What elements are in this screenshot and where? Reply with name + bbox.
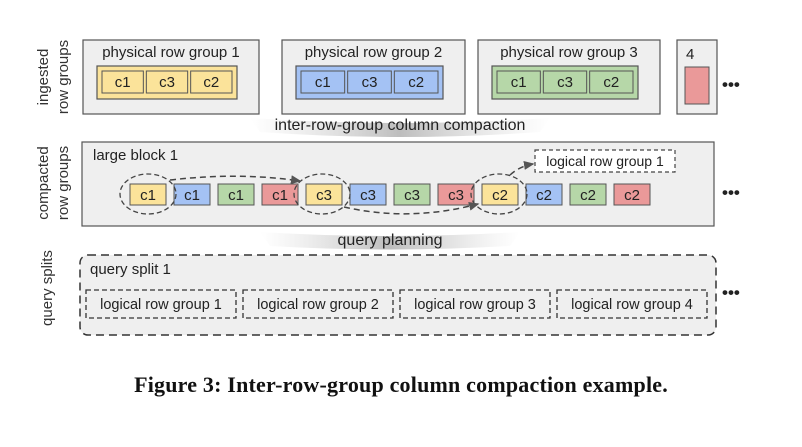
compacted-cell-label: c1 (228, 187, 244, 204)
row-label-ingested-1: ingested (35, 49, 52, 106)
compaction-label: inter-row-group column compaction (275, 117, 526, 134)
compacted-cell-c1-red (261, 183, 299, 206)
compacted-cell-label: c3 (316, 187, 332, 204)
column-chunk-c3 (145, 70, 189, 94)
logical-row-group-tag (534, 149, 676, 173)
ingested-ellipsis: ••• (722, 75, 740, 94)
split-logical-row-group-2 (242, 289, 394, 319)
compacted-cell-c2-red (613, 183, 651, 206)
column-chunk-label: c3 (159, 74, 175, 91)
compacted-cell-label: c2 (536, 187, 552, 204)
column-chunk-c3 (347, 70, 392, 94)
column-chunk-label: c1 (115, 74, 131, 91)
column-chunk-c3 (542, 70, 588, 94)
column-chunk-c2 (589, 70, 634, 94)
compacted-columns: c1 c1 c1 c1 c3 c3 c3 c3 c2 c2 c2 c2 (129, 183, 651, 206)
planning-label: query planning (338, 232, 443, 249)
column-chunk-c1 (300, 70, 346, 94)
flow-arrow-2 (343, 201, 480, 215)
physical-row-group-title: physical row group 2 (305, 44, 443, 61)
column-chunk-c2 (393, 70, 439, 94)
compacted-cell-c3-red (437, 183, 475, 206)
column-chunk-c2 (190, 70, 233, 94)
compacted-cell-c2-yellow (481, 183, 519, 206)
split-logical-row-group-label: logical row group 2 (257, 297, 379, 313)
column-chunk-label: c2 (603, 74, 619, 91)
flow-arrow-1 (169, 175, 302, 185)
highlight-ellipse-c1 (119, 173, 177, 215)
compaction-funnel (250, 118, 550, 137)
compacted-cell-c3-green (393, 183, 431, 206)
compacted-cell-c1-green (217, 183, 255, 206)
figure-caption: Figure 3: Inter-row-group column compact… (134, 372, 668, 397)
compacted-cell-label: c2 (624, 187, 640, 204)
planning-funnel (260, 232, 520, 250)
column-chunk-label: c2 (203, 74, 219, 91)
physical-row-group-title: physical row group 1 (102, 44, 240, 61)
compacted-cell-label: c2 (580, 187, 596, 204)
logical-row-group-tag-label: logical row group 1 (546, 153, 664, 169)
flow-arrow-3 (509, 160, 535, 176)
highlight-ellipse-c3 (293, 173, 351, 215)
split-logical-row-group-1 (85, 289, 237, 319)
compacted-cell-label: c3 (360, 187, 376, 204)
compacted-cell-label: c1 (184, 187, 200, 204)
split-logical-row-group-label: logical row group 1 (100, 297, 222, 313)
split-logical-row-group-4 (556, 289, 708, 319)
highlight-ellipse-c2 (470, 173, 528, 215)
compacted-cell-label: c2 (492, 187, 508, 204)
compacted-cell-c2-green (569, 183, 607, 206)
compacted-cell-c3-yellow (305, 183, 343, 206)
ingested-row-groups: physical row group 1 c1 c3 c2 physical row g… (82, 39, 661, 115)
column-chunk-label: c2 (408, 74, 424, 91)
compacted-cell-c2-blue (525, 183, 563, 206)
compacted-cell-label: c1 (140, 187, 156, 204)
column-chunk-c1 (101, 70, 144, 94)
compacted-cell-c1-yellow (129, 183, 167, 206)
row-label-splits: query splits (39, 250, 56, 326)
compacted-cell-label: c3 (448, 187, 464, 204)
compacted-cell-c1-blue (173, 183, 211, 206)
large-block-title: large block 1 (93, 147, 178, 164)
compacted-cell-label: c3 (404, 187, 420, 204)
compacted-cell-label: c1 (272, 187, 288, 204)
row-group-4-chunk (684, 66, 710, 105)
column-chunk-c1 (496, 70, 541, 94)
column-chunk-label: c3 (557, 74, 573, 91)
physical-row-group-title: physical row group 3 (500, 44, 638, 61)
compacted-ellipsis: ••• (722, 183, 740, 202)
split-logical-row-group-3 (399, 289, 551, 319)
row-label-compacted-2: row groups (55, 146, 72, 220)
split-logical-row-group-label: logical row group 4 (571, 297, 693, 313)
column-chunk-label: c3 (362, 74, 378, 91)
split-logical-row-groups: logical row group 1 logical row group 2 lo… (85, 289, 708, 319)
column-chunk-label: c1 (315, 74, 331, 91)
physical-row-group-4-label: 4 (686, 46, 694, 63)
query-split-title: query split 1 (90, 261, 171, 278)
row-label-ingested-2: row groups (55, 40, 72, 114)
row-label-compacted-1: compacted (35, 146, 52, 219)
split-logical-row-group-label: logical row group 3 (414, 297, 536, 313)
column-chunk-label: c1 (511, 74, 527, 91)
splits-ellipsis: ••• (722, 283, 740, 302)
